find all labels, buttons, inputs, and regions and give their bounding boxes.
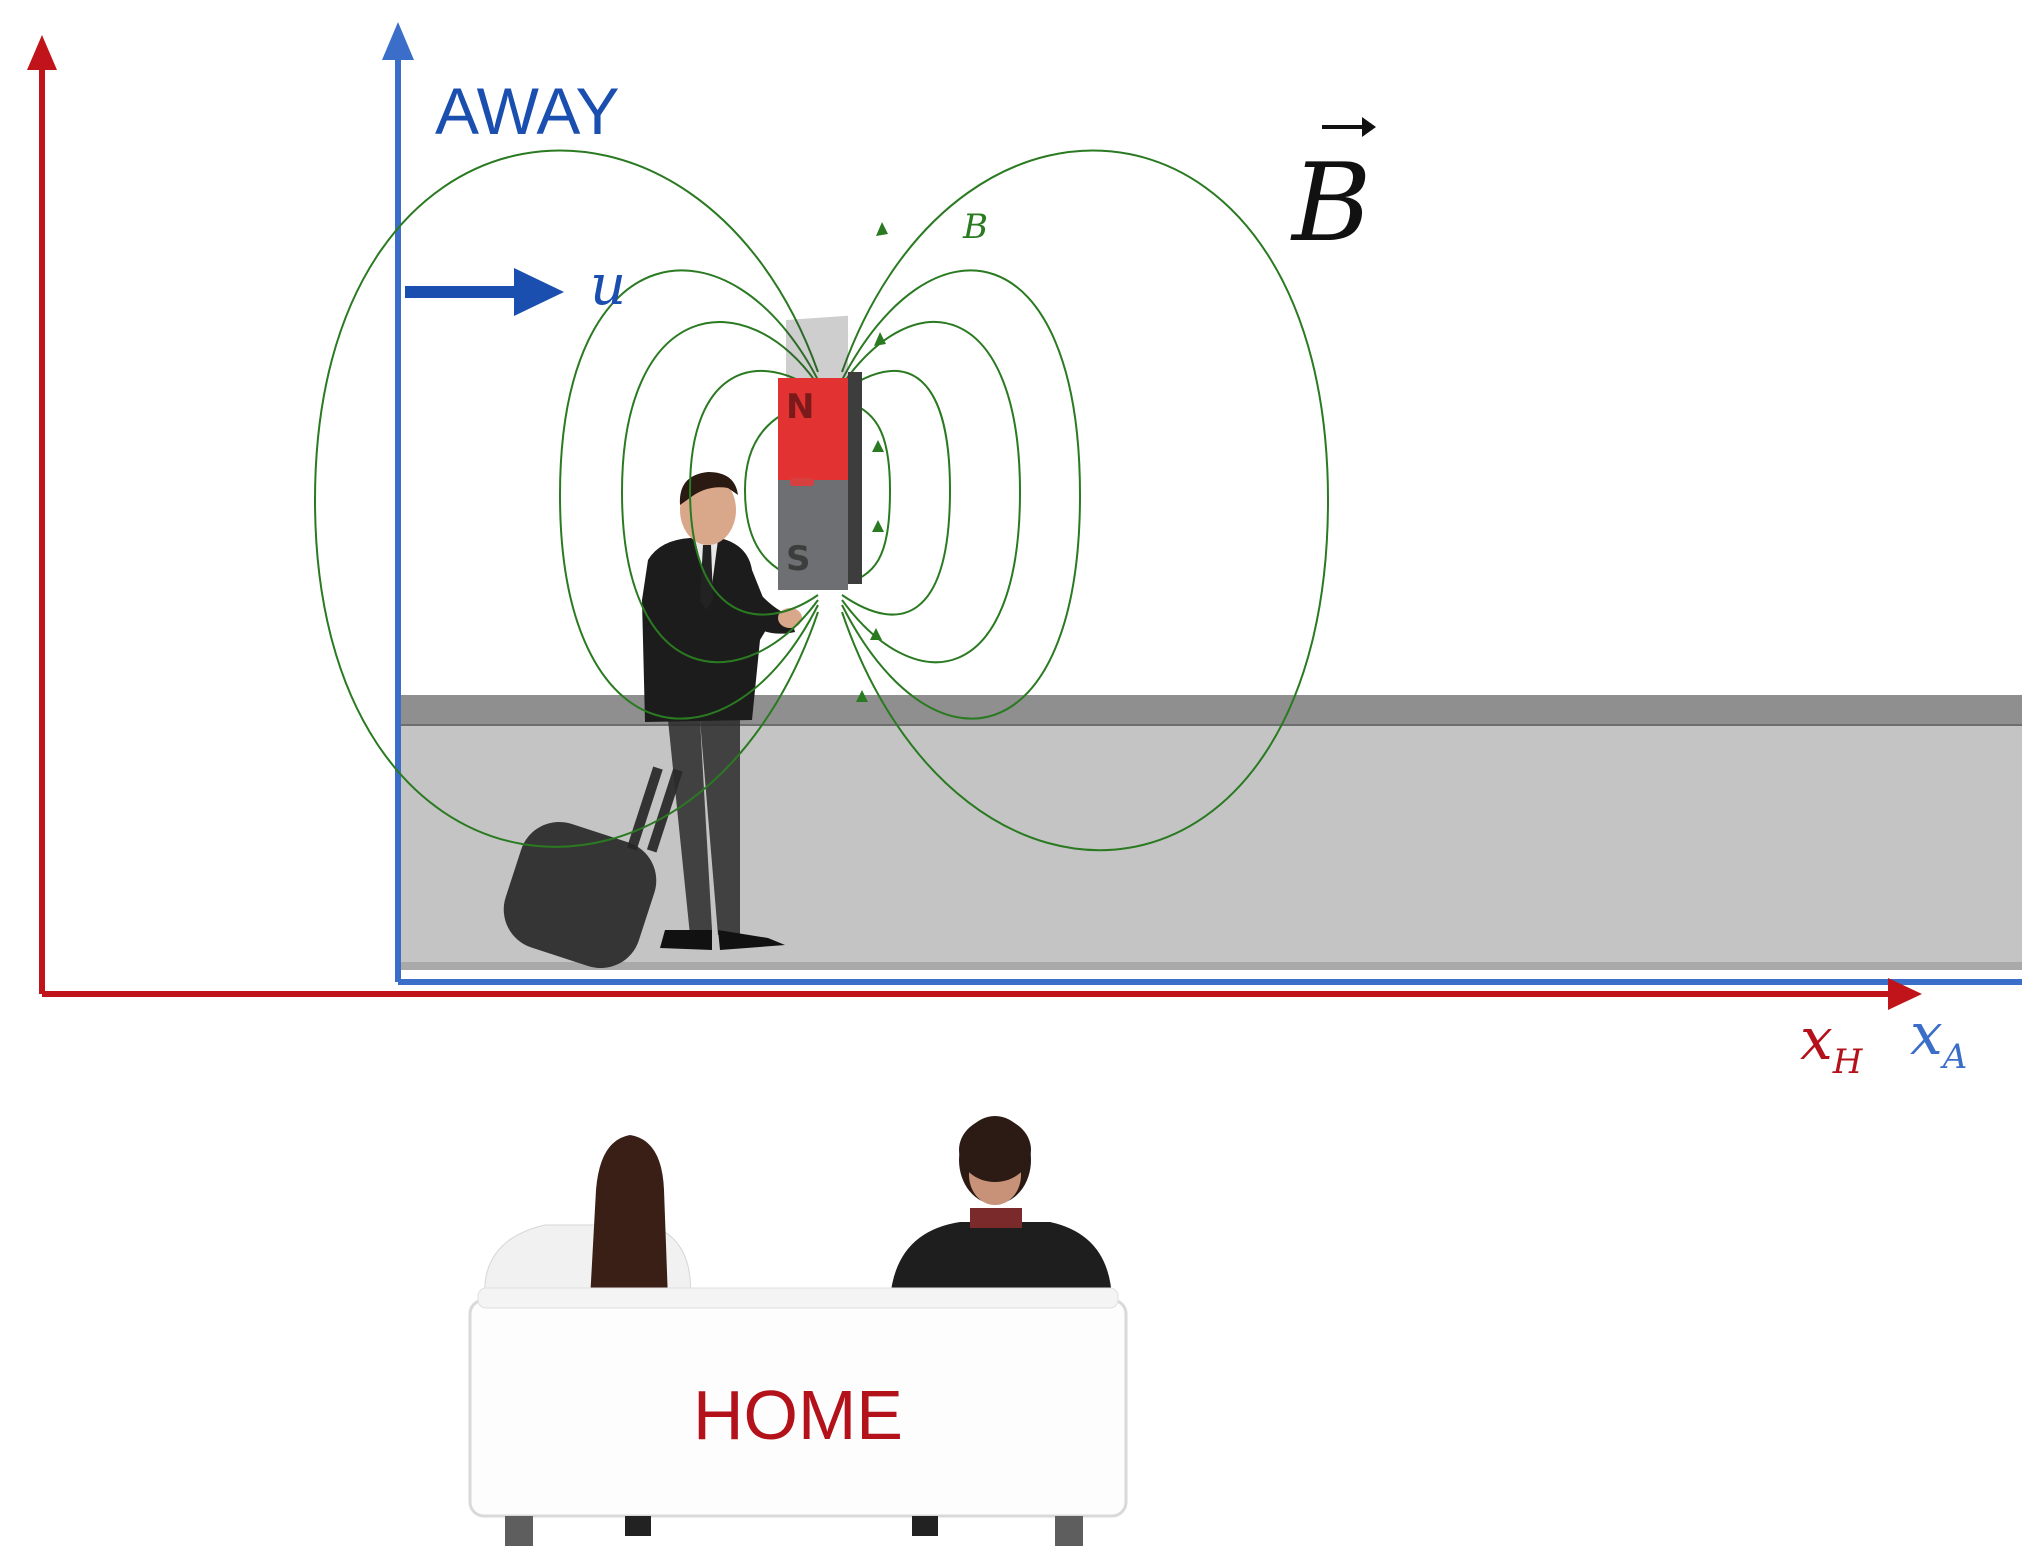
field-line-left-outer bbox=[313, 149, 819, 848]
field-arrow-icon bbox=[856, 690, 868, 702]
away-axis-label: xA bbox=[1910, 1005, 1967, 1074]
field-line-label: B bbox=[963, 207, 988, 247]
home-axis-symbol: x bbox=[1800, 1005, 1833, 1073]
magnet-north-label: N bbox=[786, 387, 814, 427]
field-arrow-icon bbox=[876, 222, 888, 236]
home-frame-label: HOME bbox=[693, 1376, 903, 1454]
field-arrow-icon bbox=[870, 628, 882, 640]
away-axis-subscript: A bbox=[1942, 1037, 1968, 1077]
vector-arrow-icon bbox=[1322, 117, 1376, 137]
field-line-left-2 bbox=[558, 269, 819, 720]
bar-magnet: N S bbox=[778, 315, 862, 590]
away-frame-axes bbox=[382, 22, 2022, 985]
couple-on-sofa-icon bbox=[468, 1116, 1128, 1546]
field-line-right-3 bbox=[841, 321, 1022, 664]
velocity-arrowhead-icon bbox=[514, 268, 564, 316]
home-x-arrowhead-icon bbox=[1888, 978, 1922, 1010]
field-line-right-outer bbox=[841, 149, 1330, 852]
platform-body bbox=[400, 725, 2022, 965]
field-arrow-icon bbox=[874, 332, 886, 346]
field-arrow-icon bbox=[872, 520, 884, 532]
away-axis-arrowhead-icon bbox=[382, 22, 414, 60]
magnet-south-label: S bbox=[786, 539, 811, 579]
field-line-right-4 bbox=[841, 369, 952, 616]
magnet-north-pole bbox=[778, 378, 848, 480]
away-axis-symbol: x bbox=[1910, 1000, 1943, 1068]
home-frame-axes bbox=[27, 35, 1922, 1010]
magnetic-field-label: B bbox=[1292, 141, 1372, 266]
velocity-arrow bbox=[405, 268, 564, 316]
moving-platform bbox=[400, 695, 2022, 970]
magnet-south-pole bbox=[778, 480, 848, 590]
magnetic-field-lines bbox=[313, 149, 1330, 852]
field-arrow-icon bbox=[872, 440, 884, 452]
home-axis-subscript: H bbox=[1832, 1042, 1863, 1082]
field-direction-arrows bbox=[856, 222, 888, 702]
field-line-right-2 bbox=[841, 269, 1082, 720]
away-frame-label: AWAY bbox=[435, 74, 620, 148]
home-axis-arrowhead-icon bbox=[27, 35, 57, 70]
home-axis-label: xH bbox=[1800, 1010, 1862, 1079]
businessman-with-suitcase-icon bbox=[503, 472, 802, 969]
field-line-right-5 bbox=[841, 399, 892, 586]
velocity-label: u bbox=[590, 253, 627, 318]
field-line-left-3 bbox=[620, 321, 819, 664]
field-line-left-4 bbox=[688, 370, 819, 616]
